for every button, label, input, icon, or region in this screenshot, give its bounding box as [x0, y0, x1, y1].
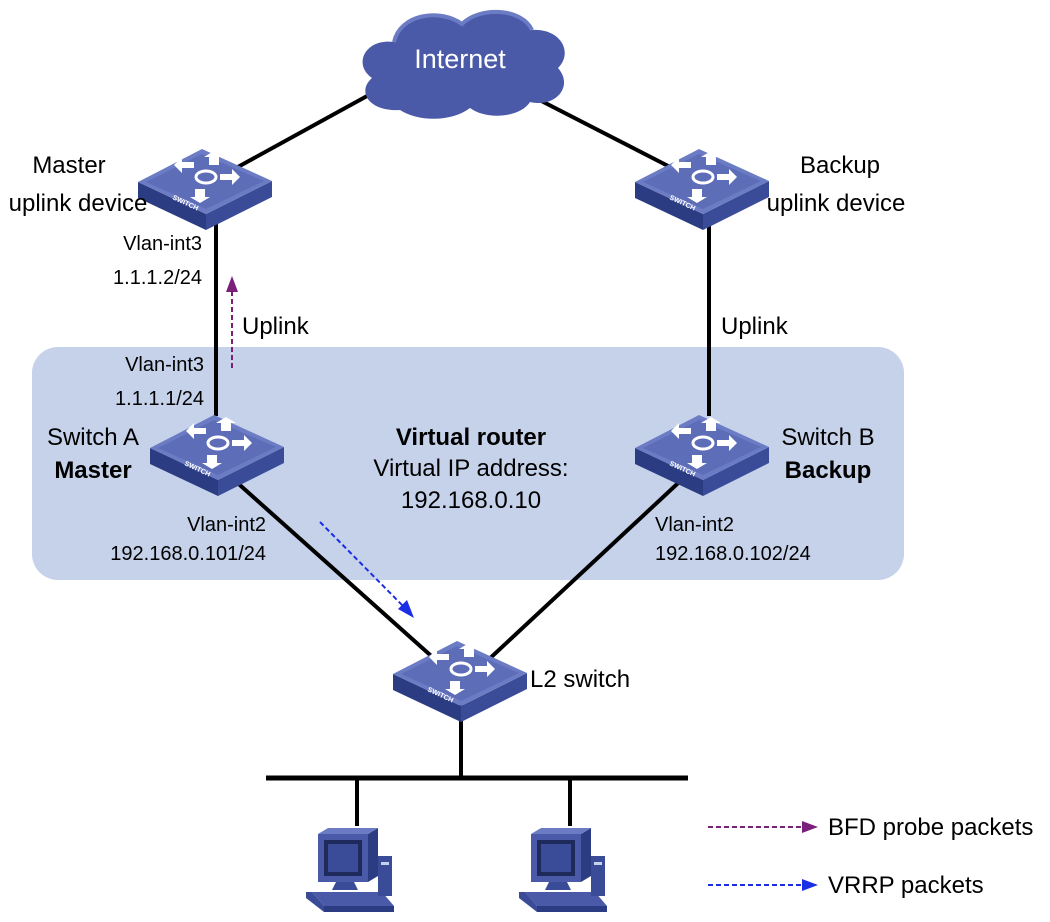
switch-a-up-if-ip: 1.1.1.1/24	[115, 388, 204, 410]
switch-a-icon: SWITCH	[148, 413, 286, 498]
virtual-router-area	[32, 347, 904, 580]
pc-left-icon	[306, 828, 394, 912]
l2-switch-icon: SWITCH	[391, 639, 529, 724]
internet-cloud: Internet	[362, 10, 565, 119]
switch-b-icon: SWITCH	[633, 413, 771, 498]
legend: BFD probe packets VRRP packets	[708, 814, 1033, 899]
legend-vrrp: VRRP packets	[708, 872, 984, 899]
links	[214, 88, 711, 826]
master-uplink-if-ip: 1.1.1.2/24	[113, 267, 202, 289]
switch-b-name: Switch B	[781, 424, 874, 451]
l2-switch-label: L2 switch	[530, 666, 630, 693]
link-internet-backup-uplink	[519, 88, 673, 170]
link-switch-a-l2	[230, 476, 440, 664]
switch-a-role: Master	[54, 457, 131, 484]
legend-vrrp-label: VRRP packets	[828, 872, 984, 899]
switch-a-up-if-name: Vlan-int3	[125, 354, 204, 376]
legend-bfd: BFD probe packets	[708, 814, 1033, 841]
virtual-ip-label: Virtual IP address:	[373, 455, 568, 482]
legend-bfd-label: BFD probe packets	[828, 814, 1033, 841]
backup-uplink-label-2: uplink device	[767, 190, 906, 217]
backup-uplink-label-1: Backup	[800, 152, 880, 179]
bfd-arrow	[226, 276, 238, 368]
master-uplink-label-2: uplink device	[9, 190, 148, 217]
internet-label: Internet	[414, 44, 506, 74]
pc-right-icon	[519, 828, 607, 912]
uplink-left-label: Uplink	[242, 313, 310, 340]
link-switch-b-l2	[484, 470, 692, 664]
switch-b-role: Backup	[785, 457, 872, 484]
vrrp-arrow	[319, 521, 414, 618]
master-uplink-if-name: Vlan-int3	[123, 233, 202, 255]
switch-a-down-if-ip: 192.168.0.101/24	[110, 543, 266, 565]
master-uplink-switch-icon: SWITCH	[136, 147, 274, 232]
switch-b-down-if-ip: 192.168.0.102/24	[655, 543, 811, 565]
switch-a-down-if-name: Vlan-int2	[187, 514, 266, 536]
uplink-right-label: Uplink	[721, 313, 789, 340]
virtual-ip-value: 192.168.0.10	[401, 487, 541, 514]
backup-uplink-switch-icon: SWITCH	[633, 147, 771, 232]
switch-a-name: Switch A	[47, 424, 139, 451]
virtual-router-title: Virtual router	[396, 424, 546, 451]
link-internet-master-uplink	[235, 88, 379, 170]
switch-b-down-if-name: Vlan-int2	[655, 514, 734, 536]
master-uplink-label-1: Master	[32, 152, 105, 179]
